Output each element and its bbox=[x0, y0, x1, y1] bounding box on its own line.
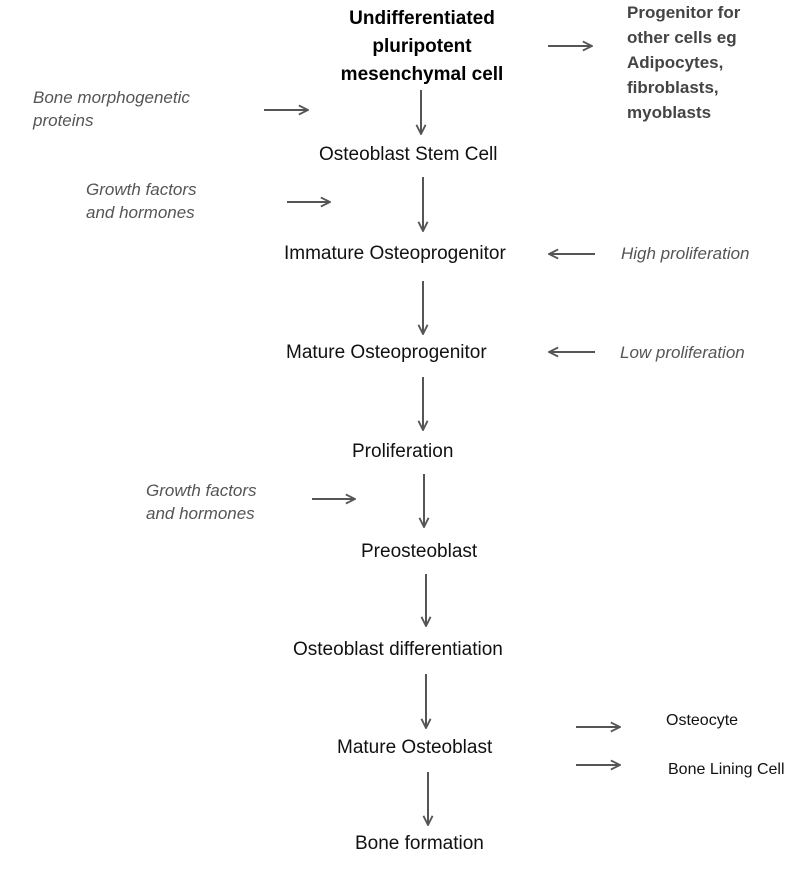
stage-proliferation: Proliferation bbox=[352, 441, 454, 462]
stage-mature-osteoprogenitor: Mature Osteoprogenitor bbox=[286, 342, 487, 363]
mesenchymal-cell-node: Undifferentiated pluripotent mesenchymal… bbox=[340, 8, 504, 85]
outcome-bone-lining-cell: Bone Lining Cell bbox=[668, 761, 785, 778]
growth-factors-input-label-2: Growth factors and hormones bbox=[146, 481, 257, 523]
progenitor-note: Progenitor for other cells eg Adipocytes… bbox=[627, 3, 741, 122]
stage-osteoblast-stem-cell: Osteoblast Stem Cell bbox=[319, 144, 498, 165]
stage-mature-osteoblast: Mature Osteoblast bbox=[337, 737, 493, 758]
growth-factors-input-label-1: Growth factors and hormones bbox=[86, 180, 197, 222]
stage-immature-osteoprogenitor: Immature Osteoprogenitor bbox=[284, 243, 506, 264]
outcome-osteocyte: Osteocyte bbox=[666, 712, 739, 729]
bmp-input-label: Bone morphogenetic proteins bbox=[33, 88, 190, 130]
low-proliferation-label: Low proliferation bbox=[620, 343, 745, 362]
stage-preosteoblast: Preosteoblast bbox=[361, 541, 478, 562]
stage-osteoblast-differentiation: Osteoblast differentiation bbox=[293, 639, 503, 660]
high-proliferation-label: High proliferation bbox=[621, 244, 750, 263]
stage-bone-formation: Bone formation bbox=[355, 833, 484, 854]
